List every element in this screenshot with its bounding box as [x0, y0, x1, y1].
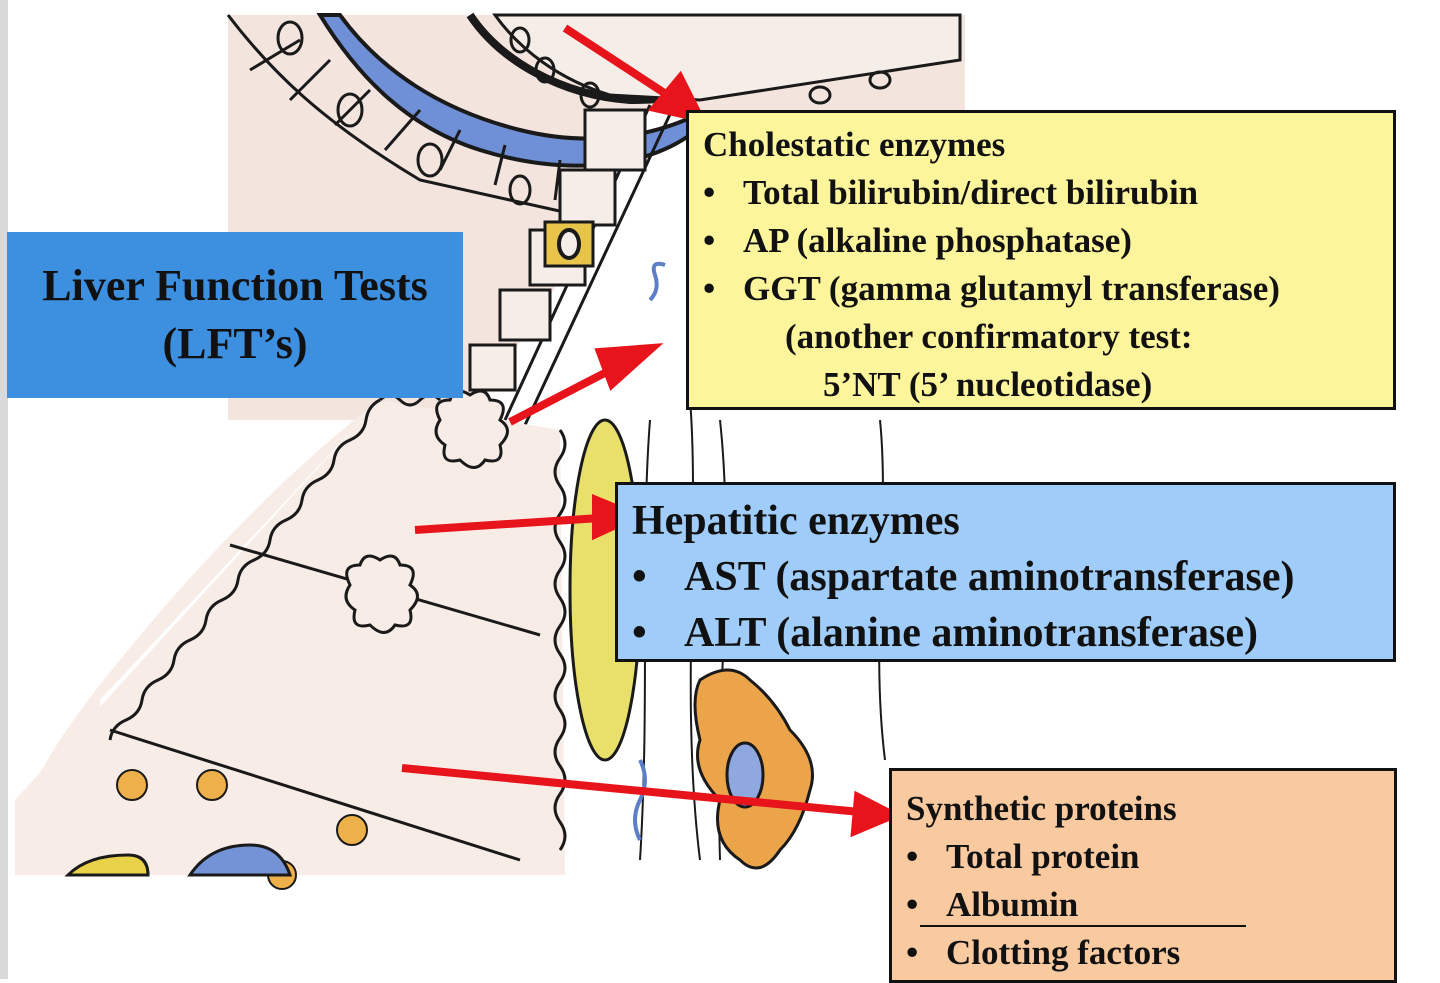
hepatitic-enzymes-box: Hepatitic enzymes • AST (aspartate aminot…	[615, 482, 1396, 662]
bullet: •	[703, 221, 716, 260]
cell-borders	[226, 14, 601, 222]
title-line-1: Liver Function Tests	[42, 261, 428, 310]
bullet: •	[906, 885, 919, 924]
left-edge-strip	[0, 0, 8, 979]
hepatitic-heading: Hepatitic enzymes	[632, 498, 960, 544]
title-box: Liver Function Tests (LFT’s)	[7, 232, 463, 398]
underline-rule	[920, 925, 1247, 927]
arrow-to-hepatitic	[414, 514, 601, 534]
title-line-2: (LFT’s)	[162, 319, 308, 368]
list-item: • Clotting factors	[906, 929, 1394, 977]
list-item: • ALT (alanine aminotransferase)	[632, 605, 1393, 661]
bullet: •	[632, 610, 647, 656]
cholestatic-note-1: (another confirmatory test:	[785, 317, 1193, 356]
list-item: • Albumin	[906, 881, 1394, 929]
synthetic-proteins-box: Synthetic proteins • Total protein • Album…	[889, 768, 1397, 983]
hepatitic-item-1: AST (aspartate aminotransferase)	[684, 554, 1295, 600]
bottom-yellow-cell	[64, 853, 150, 877]
arrow-to-synthetic	[401, 764, 861, 816]
list-item: • Total protein	[906, 833, 1394, 881]
synthetic-item-2: Albumin	[946, 885, 1079, 924]
canaliculi-rosettes	[344, 389, 509, 634]
arrow-to-canaliculus	[508, 360, 624, 426]
hepatitic-item-2: ALT (alanine aminotransferase)	[684, 610, 1259, 656]
cholestatic-enzymes-box: Cholestatic enzymes • Total bilirubin/dir…	[686, 110, 1396, 410]
cholestatic-item-2: AP (alkaline phosphatase)	[743, 221, 1132, 260]
bullet: •	[703, 173, 716, 212]
list-item: • AST (aspartate aminotransferase)	[632, 549, 1393, 605]
hepatocyte-plate	[15, 400, 565, 875]
channel-cells	[468, 108, 647, 392]
bullet: •	[906, 837, 919, 876]
synthetic-heading: Synthetic proteins	[906, 789, 1177, 828]
epithelial-nuclei	[276, 20, 892, 206]
cholestatic-item-1: Total bilirubin/direct bilirubin	[743, 173, 1199, 212]
list-item: • Total bilirubin/direct bilirubin	[703, 169, 1393, 217]
synthetic-item-1: Total protein	[946, 837, 1140, 876]
cholestatic-item-3: GGT (gamma glutamyl transferase)	[743, 269, 1280, 308]
bullet: •	[632, 554, 647, 600]
bullet: •	[906, 933, 919, 972]
cholestatic-heading: Cholestatic enzymes	[703, 125, 1006, 164]
arrow-to-cholestatic	[562, 24, 675, 102]
cholestatic-note-2: 5’NT (5’ nucleotidase)	[823, 365, 1153, 404]
synthetic-item-3: Clotting factors	[946, 933, 1181, 972]
list-item: • AP (alkaline phosphatase)	[703, 217, 1393, 265]
bullet: •	[703, 269, 716, 308]
hepatocyte-plate-left	[15, 400, 380, 875]
bottom-blue-nucleus	[187, 843, 293, 877]
underlined-item: • Albumin	[906, 881, 1247, 929]
list-item: • GGT (gamma glutamyl transferase)	[703, 265, 1393, 313]
